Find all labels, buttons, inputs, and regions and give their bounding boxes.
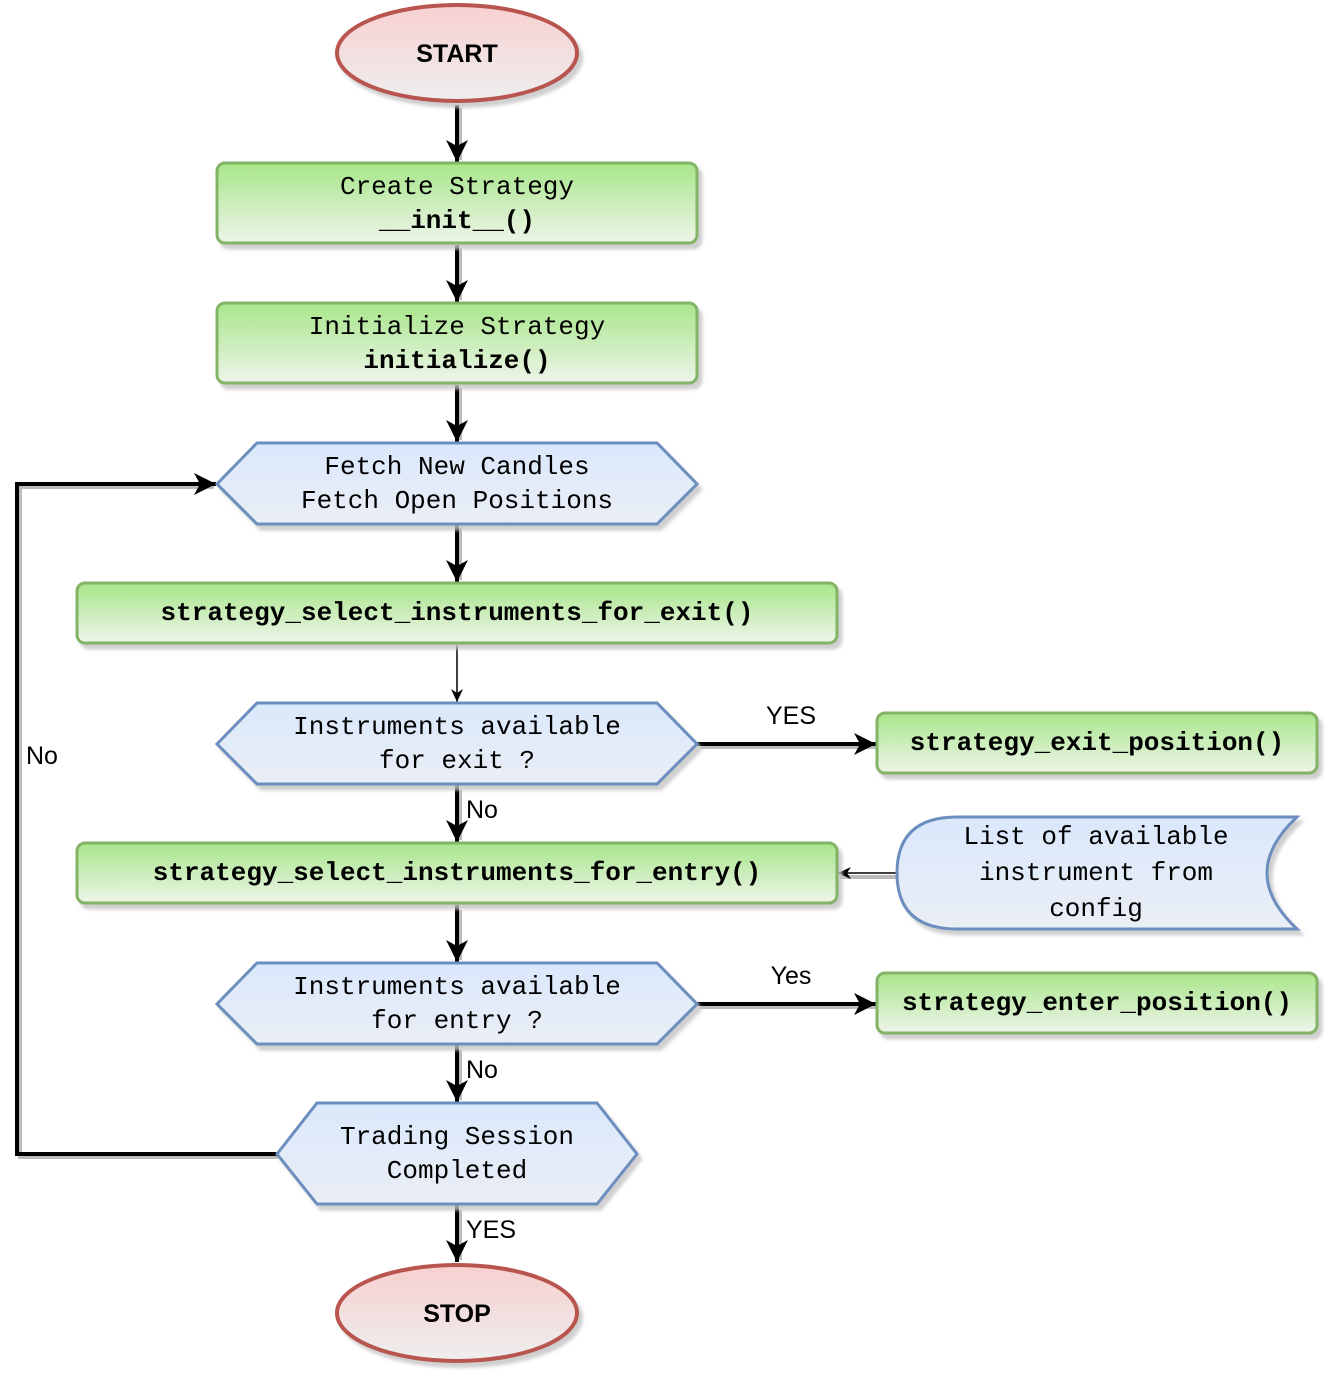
instrument-list-line2: instrument from bbox=[979, 858, 1213, 888]
initialize-strategy-method: initialize() bbox=[363, 346, 550, 376]
initialize-strategy-title: Initialize Strategy bbox=[309, 312, 605, 342]
fetch-positions-label: Fetch Open Positions bbox=[301, 486, 613, 516]
session-decision-line2: Completed bbox=[387, 1156, 527, 1186]
enter-position-process: strategy_enter_position() bbox=[875, 971, 1319, 1035]
start-terminal: START bbox=[335, 3, 579, 103]
instrument-list-line3: config bbox=[1049, 894, 1143, 924]
initialize-strategy-process: Initialize Strategy initialize() bbox=[215, 301, 699, 385]
edge-session-no-loop bbox=[15, 473, 278, 1156]
edge-label-session-yes: YES bbox=[466, 1216, 516, 1244]
entry-decision: Instruments available for entry ? bbox=[214, 961, 700, 1046]
create-strategy-process: Create Strategy __init__() bbox=[215, 161, 699, 245]
entry-decision-line2: for entry ? bbox=[371, 1006, 543, 1036]
exit-decision: Instruments available for exit ? bbox=[214, 701, 700, 786]
exit-position-label: strategy_exit_position() bbox=[910, 728, 1284, 758]
session-decision-line1: Trading Session bbox=[340, 1122, 574, 1152]
exit-position-process: strategy_exit_position() bbox=[875, 711, 1319, 775]
edge-label-entry-no: No bbox=[466, 1056, 498, 1084]
create-strategy-method: __init__() bbox=[378, 206, 535, 236]
edge-label-exit-yes: YES bbox=[766, 702, 816, 730]
stop-label: STOP bbox=[423, 1300, 491, 1328]
fetch-candles-label: Fetch New Candles bbox=[324, 452, 589, 482]
entry-decision-line1: Instruments available bbox=[293, 972, 621, 1002]
edge-label-entry-yes: Yes bbox=[771, 962, 812, 990]
enter-position-label: strategy_enter_position() bbox=[902, 988, 1292, 1018]
exit-decision-line1: Instruments available bbox=[293, 712, 621, 742]
edge-label-session-no: No bbox=[26, 742, 58, 770]
edges bbox=[15, 105, 896, 1262]
instrument-list-data: List of available instrument from config bbox=[895, 815, 1301, 931]
exit-decision-line2: for exit ? bbox=[379, 746, 535, 776]
select-entry-label: strategy_select_instruments_for_entry() bbox=[153, 858, 762, 888]
edge-label-exit-no: No bbox=[466, 796, 498, 824]
select-exit-process: strategy_select_instruments_for_exit() bbox=[75, 581, 839, 645]
instrument-list-line1: List of available bbox=[963, 822, 1228, 852]
stop-terminal: STOP bbox=[335, 1263, 579, 1363]
select-exit-label: strategy_select_instruments_for_exit() bbox=[161, 598, 754, 628]
select-entry-process: strategy_select_instruments_for_entry() bbox=[75, 841, 839, 905]
start-label: START bbox=[416, 40, 497, 68]
session-decision: Trading Session Completed bbox=[275, 1101, 639, 1206]
fetch-data-step: Fetch New Candles Fetch Open Positions bbox=[214, 441, 700, 526]
create-strategy-title: Create Strategy bbox=[340, 172, 574, 202]
